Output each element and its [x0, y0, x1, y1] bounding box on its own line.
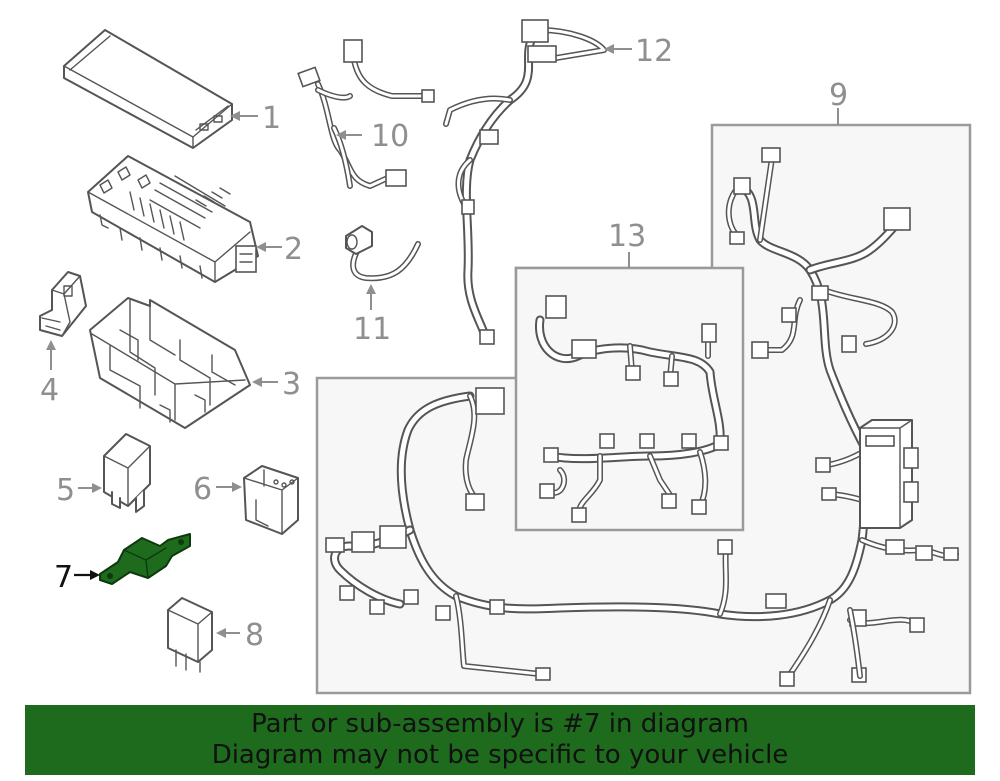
callout-6: 6	[193, 472, 212, 507]
info-banner: Part or sub-assembly is #7 in diagram Di…	[25, 705, 975, 775]
part-8-relay[interactable]	[167, 597, 213, 673]
part-5-fuse[interactable]	[103, 433, 151, 513]
callout-3: 3	[282, 367, 301, 402]
part-3-fuse-box-tray[interactable]	[89, 297, 251, 429]
callout-7: 7	[54, 560, 73, 595]
callout-8: 8	[245, 618, 264, 653]
callout-9: 9	[829, 78, 848, 113]
part-12-harness[interactable]	[443, 19, 607, 345]
callout-leaders	[46, 44, 839, 638]
callout-12: 12	[635, 34, 673, 69]
callout-5: 5	[56, 473, 75, 508]
callout-11: 11	[353, 312, 391, 347]
part-6-relay-connector[interactable]	[243, 465, 299, 535]
callout-13: 13	[608, 219, 646, 254]
part-2-fuse-junction-box[interactable]	[87, 155, 259, 283]
part-13-harness[interactable]	[535, 295, 729, 523]
callout-2: 2	[284, 232, 303, 267]
callout-4: 4	[40, 373, 59, 408]
banner-line-1: Part or sub-assembly is #7 in diagram	[251, 709, 749, 739]
callout-1: 1	[262, 101, 281, 136]
part-7-highlighted-fuse-link[interactable]	[99, 533, 191, 585]
callout-10: 10	[371, 119, 409, 154]
part-10-pigtail-harness[interactable]	[297, 39, 435, 189]
banner-line-2: Diagram may not be specific to your vehi…	[211, 740, 789, 770]
part-1-fuse-box-cover[interactable]	[63, 29, 233, 149]
part-4-bracket-clip[interactable]	[39, 271, 87, 337]
part-11-sensor-lead[interactable]	[345, 225, 421, 282]
part-9-main-harness[interactable]	[325, 147, 959, 687]
callout-numbers: 1 2 3 4 5 6 7 8 9 10 11 12 13	[40, 34, 848, 653]
